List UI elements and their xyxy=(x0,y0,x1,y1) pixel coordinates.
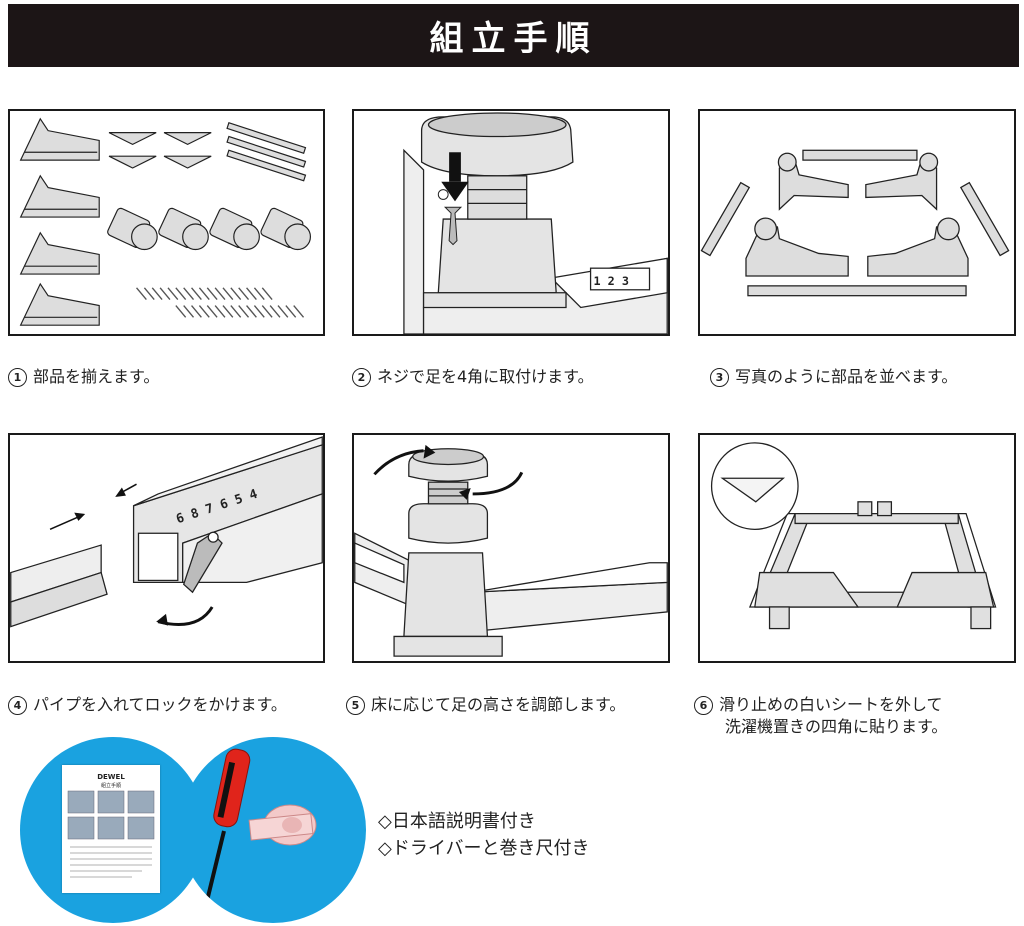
instruction-manual: DEWEL 組立手順 xyxy=(62,765,160,893)
step-text: 床に応じて足の高さを調節します。 xyxy=(371,695,626,714)
screwdriver-and-tape xyxy=(204,748,317,906)
down-arrow-icon xyxy=(441,152,469,202)
step-2-caption: 2 ネジで足を4角に取付けます。 xyxy=(352,366,594,388)
step-text: 滑り止めの白いシートを外して xyxy=(719,695,943,714)
step-6-image xyxy=(698,433,1016,663)
screw-icon xyxy=(443,206,463,246)
right-arrow-icon xyxy=(49,514,82,531)
step-2-image: 1 2 3 xyxy=(352,109,670,336)
step-4-caption: 4 パイプを入れてロックをかけます。 xyxy=(8,694,287,716)
step-1-image xyxy=(8,109,325,336)
ruler-marks: 1 2 3 xyxy=(594,274,629,288)
anti-slip-sheet-icon xyxy=(710,442,799,530)
anti-slip-illustration xyxy=(710,442,997,630)
layout-illustration xyxy=(700,149,1010,297)
step-number: 3 xyxy=(710,368,729,387)
tape-measure-icon xyxy=(248,804,317,846)
adjustable-foot xyxy=(107,207,158,251)
step-3-image xyxy=(698,109,1016,336)
rotate-arrow-icon xyxy=(373,449,424,476)
foot-screw-illustration: 1 2 3 xyxy=(403,112,668,334)
step-5-caption: 5 床に応じて足の高さを調節します。 xyxy=(346,694,625,716)
parts-illustration xyxy=(19,117,312,326)
step-text: 写真のように部品を並べます。 xyxy=(735,367,958,386)
accessory-list: ◇日本語説明書付き ◇ドライバーと巻き尺付き xyxy=(378,808,589,862)
step-5-image xyxy=(352,433,670,663)
accessory-item: ◇日本語説明書付き xyxy=(378,811,536,832)
step-number: 1 xyxy=(8,368,27,387)
step-3-caption: 3 写真のように部品を並べます。 xyxy=(710,366,957,388)
screwdriver-icon xyxy=(204,748,251,906)
step-number: 4 xyxy=(8,696,27,715)
manual-photo: DEWEL 組立手順 xyxy=(20,737,206,923)
step-number: 2 xyxy=(352,368,371,387)
rotate-arrow-icon xyxy=(472,471,524,496)
step-1-caption: 1 部品を揃えます。 xyxy=(8,366,159,388)
corner-piece xyxy=(19,117,100,161)
tools-photo xyxy=(180,737,366,923)
screws xyxy=(136,287,305,318)
step-text: パイプを入れてロックをかけます。 xyxy=(33,695,287,714)
pipe-lock-illustration: 6 8 7 6 5 4 xyxy=(10,436,323,628)
page-title: 組立手順 xyxy=(8,4,1019,67)
height-adjust-illustration xyxy=(354,444,668,657)
manual-title: 組立手順 xyxy=(100,783,121,789)
step-text: 部品を揃えます。 xyxy=(33,367,160,386)
step-6-caption: 6 滑り止めの白いシートを外して 洗濯機置きの四角に貼ります。 xyxy=(694,694,947,738)
step-4-image: 6 8 7 6 5 4 xyxy=(8,433,325,663)
accessory-item: ◇ドライバーと巻き尺付き xyxy=(378,838,590,859)
step-text: ネジで足を4角に取付けます。 xyxy=(377,367,594,386)
step-number: 5 xyxy=(346,696,365,715)
manual-thumbnails xyxy=(67,790,155,878)
step-number: 6 xyxy=(694,696,713,715)
step-text-line2: 洗濯機置きの四角に貼ります。 xyxy=(725,717,948,736)
manual-brand: DEWEL xyxy=(97,773,125,781)
